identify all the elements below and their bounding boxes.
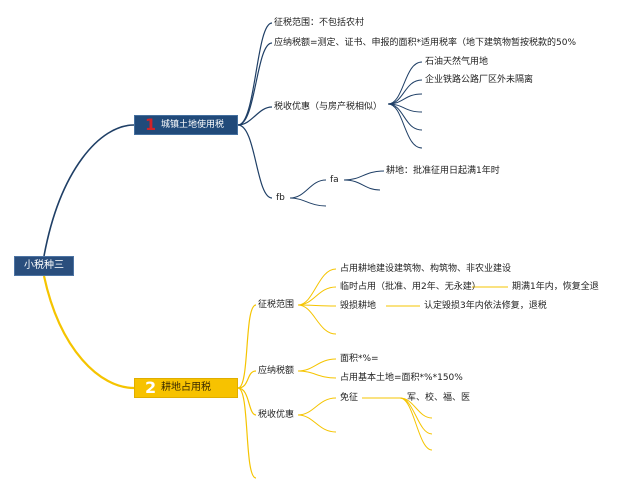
fb-to-fa-line [289, 179, 327, 199]
taxdue-child-1[interactable]: 面积*%= [340, 354, 379, 364]
branch1-number: 1 [145, 115, 157, 134]
branch2-taxdue-node[interactable]: 应纳税额 [258, 366, 295, 376]
incentive-exemption-node[interactable]: 免征 [340, 393, 359, 403]
fa-to-child-line [343, 170, 385, 181]
scope-child-line-1 [297, 268, 337, 306]
incentive-child-line-1 [387, 61, 423, 105]
scope-child-line-3 [297, 304, 337, 307]
branch1-to-fb-line [237, 124, 273, 199]
scope-child-line-4 [297, 304, 337, 335]
branch2-to-scope-line [237, 304, 257, 389]
branch1-label: 城镇土地使用税 [161, 120, 225, 130]
branch2-connectors [42, 275, 135, 390]
branch2-number: 2 [145, 378, 157, 397]
branch2-to-incentives-line [237, 387, 257, 416]
branch2-scope-node[interactable]: 征税范围 [258, 300, 295, 310]
branch2-subconnectors [237, 304, 257, 479]
branch1-incentives-node[interactable]: 税收优惠（与房产税相似） [274, 102, 383, 112]
scope-child-1[interactable]: 占用耕地建设建筑物、构筑物、非农业建设 [340, 264, 512, 274]
fb-child-line-2 [289, 197, 327, 207]
branch2-node[interactable]: 2 耕地占用税 [134, 378, 238, 398]
scope-note-temporary[interactable]: 期满1年内，恢复全退 [512, 282, 599, 292]
scope-note-damaged[interactable]: 认定毁损3年内依法修复，退税 [424, 301, 547, 311]
branch1-taxdue-node[interactable]: 应纳税额=测定、证书、申报的面积*适用税率（地下建筑物暂按税款的50% [274, 38, 577, 48]
branch2-incentives-node[interactable]: 税收优惠 [258, 410, 295, 420]
branch1-connectors [43, 124, 135, 257]
branch1-subconnectors [237, 22, 273, 199]
branch2-to-taxdue-line [237, 370, 257, 389]
scope-child-3[interactable]: 毁损耕地 [340, 301, 377, 311]
exemption-branch-line-3 [399, 397, 433, 451]
branch1-to-scope-line [237, 22, 273, 126]
root-to-branch2-line [42, 275, 135, 390]
branch1-node[interactable]: 1 城镇土地使用税 [134, 115, 238, 135]
root-to-branch1-line [43, 124, 135, 257]
fb-children-lines [289, 170, 385, 207]
taxdue-child-line-2 [297, 370, 337, 379]
incentive-child-line-a [297, 397, 337, 416]
taxdue-child-line-1 [297, 358, 337, 372]
incentive-child-line-b [297, 414, 337, 433]
branch2-empty-line [237, 387, 257, 479]
fa-child-line-2 [343, 179, 381, 191]
incentive-child-line-6 [387, 103, 423, 149]
branch2-children-lines [297, 268, 508, 451]
scope-child-2[interactable]: 临时占用（批准、用2年、无永建） [340, 282, 481, 292]
branch1-fb-node[interactable]: fb [276, 193, 285, 203]
fb-fa-node[interactable]: fa [330, 175, 339, 185]
fa-child-node[interactable]: 耕地：批准征用日起满1年时 [386, 166, 500, 176]
incentive-child-1[interactable]: 石油天然气用地 [425, 57, 489, 67]
branch1-to-incentives-line [237, 106, 273, 126]
scope-child-line-2 [297, 286, 337, 306]
incentive-exemption-note[interactable]: 军、校、福、医 [407, 393, 471, 403]
taxdue-child-2[interactable]: 占用基本土地=面积*%*150% [340, 373, 463, 383]
branch1-scope-node[interactable]: 征税范围：不包括农村 [274, 18, 365, 28]
branch2-label: 耕地占用税 [161, 382, 211, 393]
branch1-to-taxdue-line [237, 42, 273, 126]
root-node[interactable]: 小税种三 [14, 256, 74, 276]
incentive-children-lines [387, 61, 423, 149]
root-label: 小税种三 [24, 260, 64, 271]
incentive-child-line-2 [387, 79, 423, 105]
incentive-child-2[interactable]: 企业铁路公路厂区外未隔离 [425, 75, 534, 85]
